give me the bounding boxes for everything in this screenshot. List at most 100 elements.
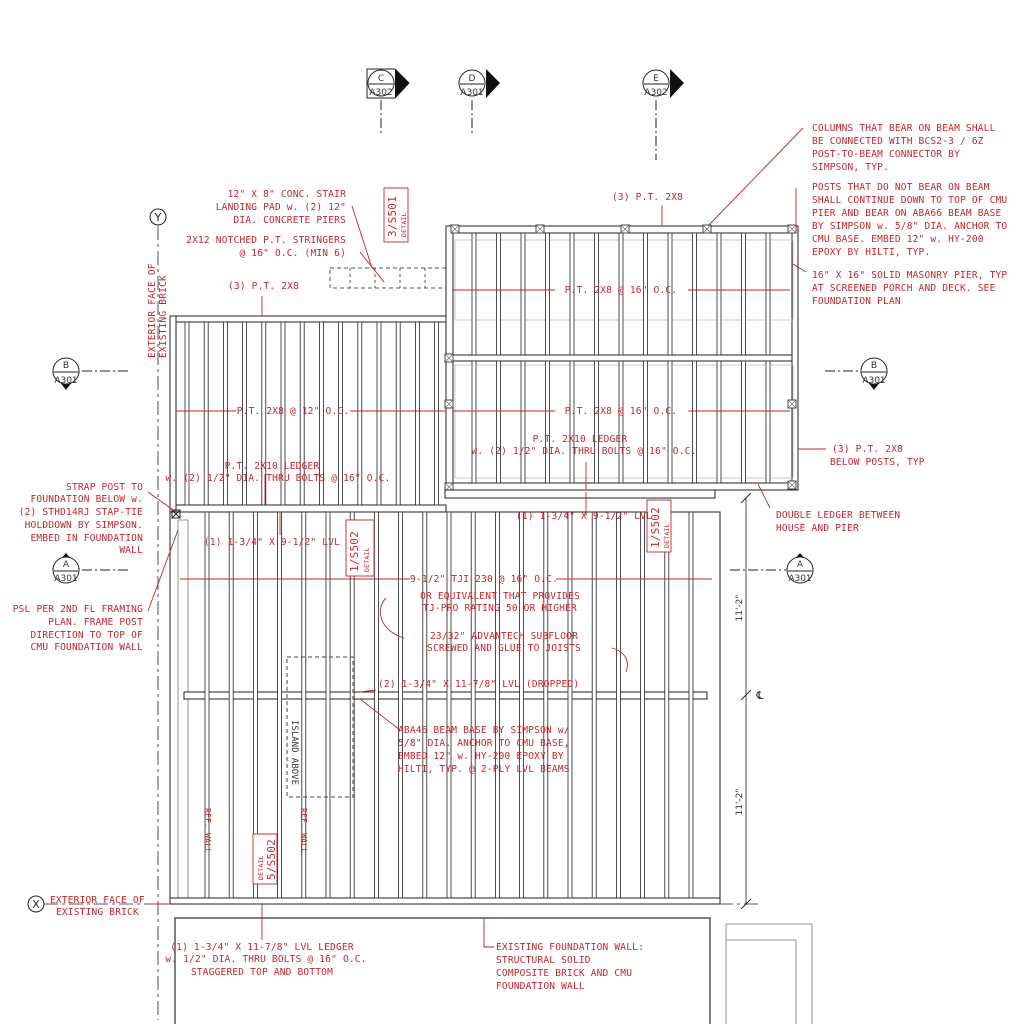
joist <box>376 321 382 506</box>
section-marker-e[interactable]: E A302 <box>642 69 684 160</box>
joist <box>318 321 324 506</box>
joist <box>496 360 501 484</box>
note-lvl-left: (1) 1-3/4" X 9-1/2" LVL <box>204 537 340 548</box>
stair-pad-line2: LANDING PAD w. (2) 12" <box>216 202 346 213</box>
joist <box>520 232 526 356</box>
detail-tag-3-s501[interactable]: 3/S501 DETAIL <box>383 187 409 243</box>
joist <box>616 511 621 899</box>
aba46-line2: 5/8" DIA. ANCHOR TO CMU BASE, <box>398 738 570 749</box>
section-marker-a-left[interactable]: A A301 <box>52 553 130 584</box>
joist <box>414 321 420 506</box>
joist <box>716 232 722 356</box>
main-floor-joists <box>204 511 694 899</box>
joist <box>567 511 573 899</box>
joist <box>667 360 673 484</box>
subfloor-line2: SCREWED AND GLUE TO JOISTS <box>427 643 581 654</box>
joist <box>228 511 234 899</box>
note-below-posts: (3) P.T. 2X8 BELOW POSTS, TYP <box>830 444 925 468</box>
joist <box>261 321 267 506</box>
section-a-left-sheet: A301 <box>54 574 77 584</box>
right-deck-joists-lower <box>471 360 771 484</box>
section-marker-c[interactable]: C A302 <box>366 68 410 135</box>
detail-1-s502-left-word: DETAIL <box>363 547 371 572</box>
strap-post-marker <box>171 509 181 519</box>
note-columns-bear: COLUMNS THAT BEAR ON BEAM SHALL BE CONNE… <box>812 123 995 173</box>
leader-lines <box>147 127 826 948</box>
posts-not-bear-line3: PIER AND BEAR ON ABA66 BEAM BASE <box>812 208 1002 219</box>
detail-3-s501-word: DETAIL <box>400 212 408 237</box>
detail-5-s502-word: DETAIL <box>257 855 265 880</box>
strap-post-line6: WALL <box>119 545 143 556</box>
note-ledger-right: P.T. 2X10 LEDGER w. (2) 1/2" DIA. THRU B… <box>472 434 697 457</box>
existing-wall-line1: EXISTING FOUNDATION WALL: <box>496 942 644 953</box>
joist <box>520 360 526 484</box>
dimension-upper: 11'-2" <box>735 594 745 621</box>
lvl-ledger-line1: (1) 1-3/4" X 11-7/8" LVL LEDGER <box>170 942 354 953</box>
posts-not-bear-line2: SHALL CONTINUE DOWN TO TOP OF CMU <box>812 195 1007 206</box>
joist <box>591 511 597 899</box>
columns-bear-line3: POST-TO-BEAM CONNECTOR BY <box>812 149 960 160</box>
detail-tag-1-s502-left[interactable]: 1/S502 DETAIL <box>345 519 375 577</box>
joist <box>692 232 697 356</box>
detail-1-s502-right-word: DETAIL <box>663 523 671 548</box>
double-ledger-line2: HOUSE AND PIER <box>776 523 859 534</box>
masonry-pier-line1: 16" X 16" SOLID MASONRY PIER, TYP <box>812 270 1007 281</box>
section-marker-b-right[interactable]: B A301 <box>825 357 888 390</box>
existing-foundation <box>174 917 813 1024</box>
psl-line4: CMU FOUNDATION WALL <box>31 642 144 653</box>
wall-label-mid: REF. WALL <box>299 808 308 853</box>
detail-tag-5-s502[interactable]: DETAIL 5/S502 <box>252 833 278 885</box>
stair-landing <box>329 267 447 289</box>
note-posts-not-bear: POSTS THAT DO NOT BEAR ON BEAM SHALL CON… <box>812 182 1007 258</box>
grid-line-y[interactable]: Y <box>149 208 167 1020</box>
strap-post-line1: STRAP POST TO <box>66 482 143 493</box>
joist <box>222 321 228 506</box>
joist <box>594 360 599 484</box>
joist <box>545 232 550 356</box>
masonry-pier-line3: FOUNDATION PLAN <box>812 296 901 307</box>
joist <box>184 321 190 506</box>
below-posts-line2: BELOW POSTS, TYP <box>830 457 925 468</box>
existing-wall-line3: COMPOSITE BRICK AND CMU <box>496 968 632 979</box>
section-marker-d[interactable]: D A301 <box>458 69 500 135</box>
posts-not-bear-line6: EPOXY BY HILTI, TYP. <box>812 247 930 258</box>
note-pt2x8-top-left: (3) P.T. 2X8 <box>228 281 299 292</box>
section-e-letter: E <box>653 74 659 84</box>
section-e-sheet: A302 <box>644 88 667 98</box>
note-masonry-pier: 16" X 16" SOLID MASONRY PIER, TYP AT SCR… <box>812 270 1007 307</box>
joist <box>422 511 428 899</box>
joist <box>496 232 501 356</box>
note-joist-right-top: P.T. 2X8 @ 16" O.C. <box>565 285 677 296</box>
stringers-line1: 2X12 NOTCHED P.T. STRINGERS <box>186 235 346 246</box>
joist <box>434 321 440 506</box>
joist <box>765 360 771 484</box>
joist <box>569 232 575 356</box>
post-x-mark <box>787 399 797 409</box>
psl-line1: PSL PER 2ND FL FRAMING <box>13 604 143 615</box>
joist <box>252 511 258 899</box>
note-strap-post: STRAP POST TO FOUNDATION BELOW w. (2) ST… <box>19 482 143 556</box>
section-b-right-sheet: A301 <box>862 376 885 386</box>
post-x-mark <box>787 224 797 234</box>
detail-5-s502-ref: 5/S502 <box>265 839 278 880</box>
section-marker-b-left[interactable]: B A301 <box>52 357 130 390</box>
ext-face-top-line1: EXTERIOR FACE OF <box>147 263 158 358</box>
post-x-mark <box>620 224 630 234</box>
ext-face-top-line2: EXISTING BRICK <box>158 275 169 358</box>
masonry-pier-line2: AT SCREENED PORCH AND DECK. SEE <box>812 283 996 294</box>
joist <box>494 511 500 899</box>
joist <box>470 511 476 899</box>
double-ledger-line1: DOUBLE LEDGER BETWEEN <box>776 510 900 521</box>
ext-face-bottom-line2: EXISTING BRICK <box>56 907 139 918</box>
joist <box>741 232 746 356</box>
strap-post-line3: (2) STHD14RJ STAP-TIE <box>19 507 143 518</box>
note-joist-left: P.T. 2X8 @ 12" O.C. <box>237 406 349 417</box>
wall-label-left: REF. WALL <box>203 808 212 853</box>
note-tji: 9-1/2" TJI 230 @ 16" O.C. OR EQUIVALENT … <box>410 574 580 614</box>
note-lvl-ledger: (1) 1-3/4" X 11-7/8" LVL LEDGER w. 1/2" … <box>165 942 366 978</box>
section-marker-a-right[interactable]: A A301 <box>730 553 814 584</box>
joist <box>640 511 645 899</box>
joist <box>643 232 648 356</box>
detail-tag-1-s502-right[interactable]: 1/S502 DETAIL <box>646 499 672 553</box>
